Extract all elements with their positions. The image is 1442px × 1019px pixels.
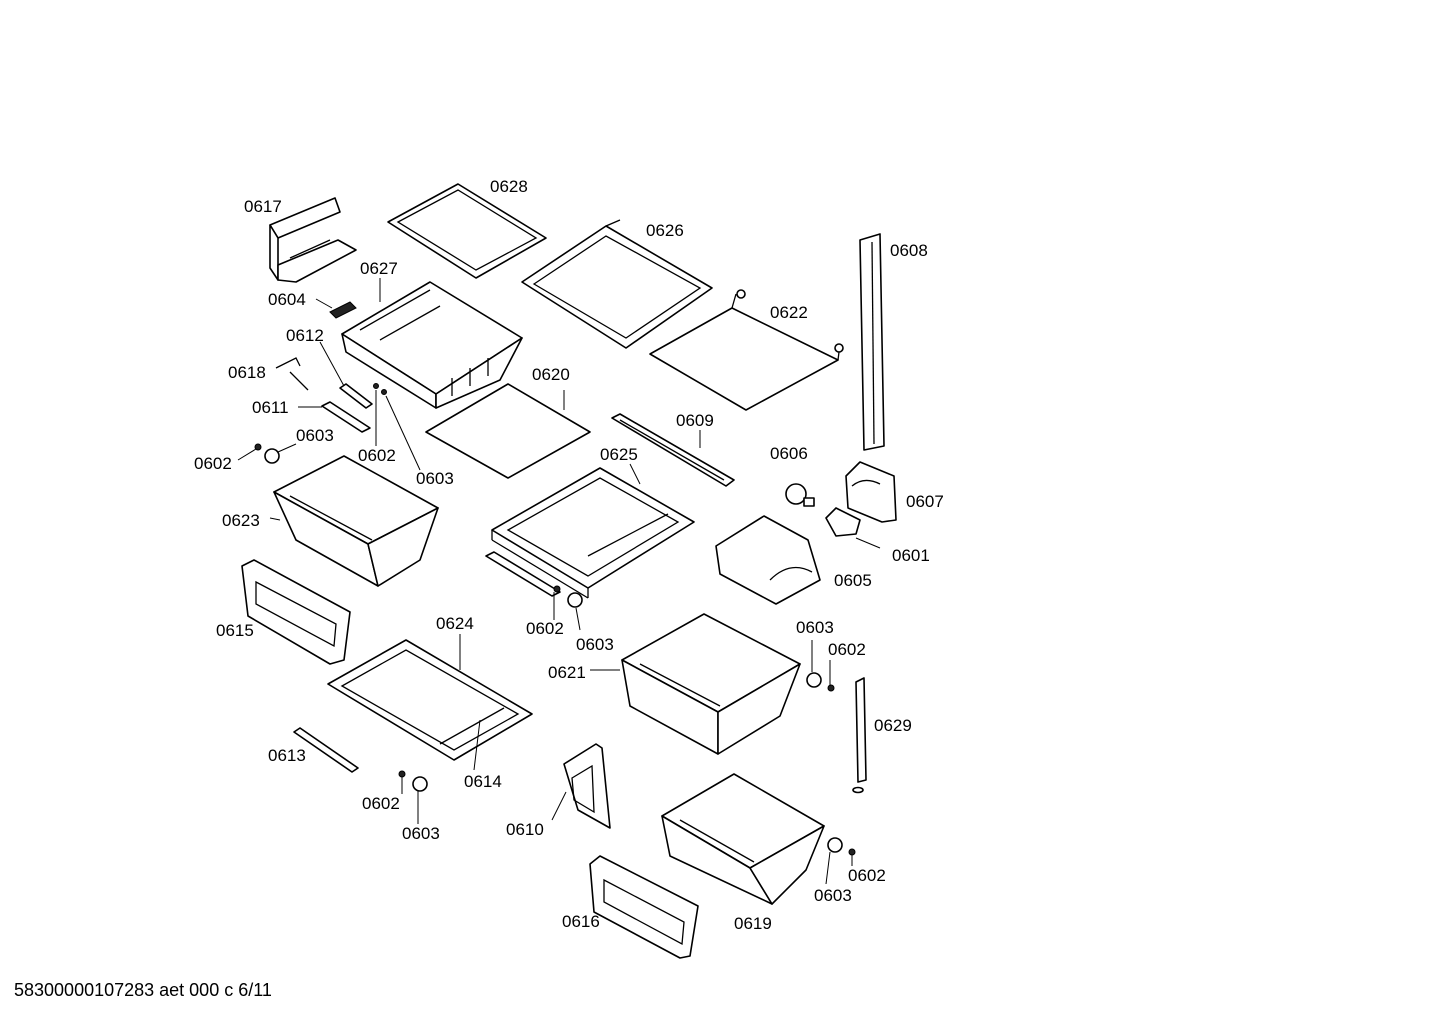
part-0620-glass-plate bbox=[425, 383, 591, 479]
label-0602-d: 0602 bbox=[828, 640, 866, 659]
label-0603-e: 0603 bbox=[402, 824, 440, 843]
part-0623-drawer bbox=[273, 455, 439, 587]
leader-lines bbox=[237, 278, 881, 885]
label-0608: 0608 bbox=[890, 241, 928, 260]
label-0606: 0606 bbox=[770, 444, 808, 463]
label-0603-f: 0603 bbox=[814, 886, 852, 905]
label-0603-c: 0603 bbox=[576, 635, 614, 654]
label-0618: 0618 bbox=[228, 363, 266, 382]
part-0624-framed-shelf bbox=[327, 639, 533, 761]
part-0625-framed-shelf bbox=[491, 467, 695, 599]
label-0616: 0616 bbox=[562, 912, 600, 931]
label-0629: 0629 bbox=[874, 716, 912, 735]
part-0608-side-rail bbox=[859, 233, 885, 451]
label-0603-a: 0603 bbox=[296, 426, 334, 445]
part-0605-housing bbox=[715, 515, 821, 605]
label-0617: 0617 bbox=[244, 197, 282, 216]
label-0602-e: 0602 bbox=[362, 794, 400, 813]
label-0624: 0624 bbox=[436, 614, 474, 633]
part-0628-glass-shelf bbox=[387, 183, 547, 279]
label-0627: 0627 bbox=[360, 259, 398, 278]
part-0603-0602-right bbox=[806, 672, 835, 692]
part-0602-screw-pair bbox=[373, 383, 387, 395]
part-0618-hook bbox=[275, 357, 309, 391]
part-0616-drawer-front bbox=[589, 855, 699, 959]
label-0621: 0621 bbox=[548, 663, 586, 682]
label-0626: 0626 bbox=[646, 221, 684, 240]
part-0627-tray bbox=[341, 281, 523, 409]
label-0623: 0623 bbox=[222, 511, 260, 530]
part-0612-rail bbox=[339, 383, 373, 409]
label-0602-a: 0602 bbox=[194, 454, 232, 473]
label-0602-b: 0602 bbox=[358, 446, 396, 465]
label-0622: 0622 bbox=[770, 303, 808, 322]
label-0613: 0613 bbox=[268, 746, 306, 765]
part-0602-0603-left bbox=[254, 443, 280, 464]
part-0621-drawer bbox=[621, 613, 801, 755]
part-0606-bulb bbox=[785, 483, 815, 507]
label-0625: 0625 bbox=[600, 445, 638, 464]
document-reference: 58300000107283 aet 000 c 6/11 bbox=[14, 980, 272, 1000]
part-0601-socket bbox=[825, 507, 861, 537]
part-0609-rail bbox=[611, 413, 735, 487]
label-0603-d: 0603 bbox=[796, 618, 834, 637]
part-0622-wire-shelf bbox=[649, 289, 844, 411]
part-0617-bracket bbox=[269, 197, 357, 283]
part-0610-cover bbox=[563, 743, 611, 829]
label-0603-b: 0603 bbox=[416, 469, 454, 488]
part-0613-rail bbox=[293, 727, 359, 773]
part-0629-strip bbox=[852, 677, 867, 794]
label-0601: 0601 bbox=[892, 546, 930, 565]
part-labels: 0628 0617 0626 0608 0627 0604 0622 0612 … bbox=[194, 177, 944, 933]
part-0602-0603-lower bbox=[398, 770, 428, 792]
label-0612: 0612 bbox=[286, 326, 324, 345]
label-0607: 0607 bbox=[906, 492, 944, 511]
part-0625-rail bbox=[485, 551, 583, 608]
label-0605: 0605 bbox=[834, 571, 872, 590]
part-0619-drawer bbox=[661, 773, 825, 905]
label-0614: 0614 bbox=[464, 772, 502, 791]
label-0604: 0604 bbox=[268, 290, 306, 309]
label-0609: 0609 bbox=[676, 411, 714, 430]
part-0615-drawer-front bbox=[241, 559, 351, 665]
part-0604-clip bbox=[329, 301, 357, 319]
part-0611-rail bbox=[321, 401, 371, 433]
label-0602-f: 0602 bbox=[848, 866, 886, 885]
part-0626-framed-shelf bbox=[521, 219, 713, 349]
label-0628: 0628 bbox=[490, 177, 528, 196]
label-0610: 0610 bbox=[506, 820, 544, 839]
label-0619: 0619 bbox=[734, 914, 772, 933]
part-0603-0602-bottom bbox=[827, 837, 856, 856]
label-0615: 0615 bbox=[216, 621, 254, 640]
label-0602-c: 0602 bbox=[526, 619, 564, 638]
part-0607-lamp-cover bbox=[845, 461, 897, 523]
label-0620: 0620 bbox=[532, 365, 570, 384]
label-0611: 0611 bbox=[252, 398, 289, 417]
